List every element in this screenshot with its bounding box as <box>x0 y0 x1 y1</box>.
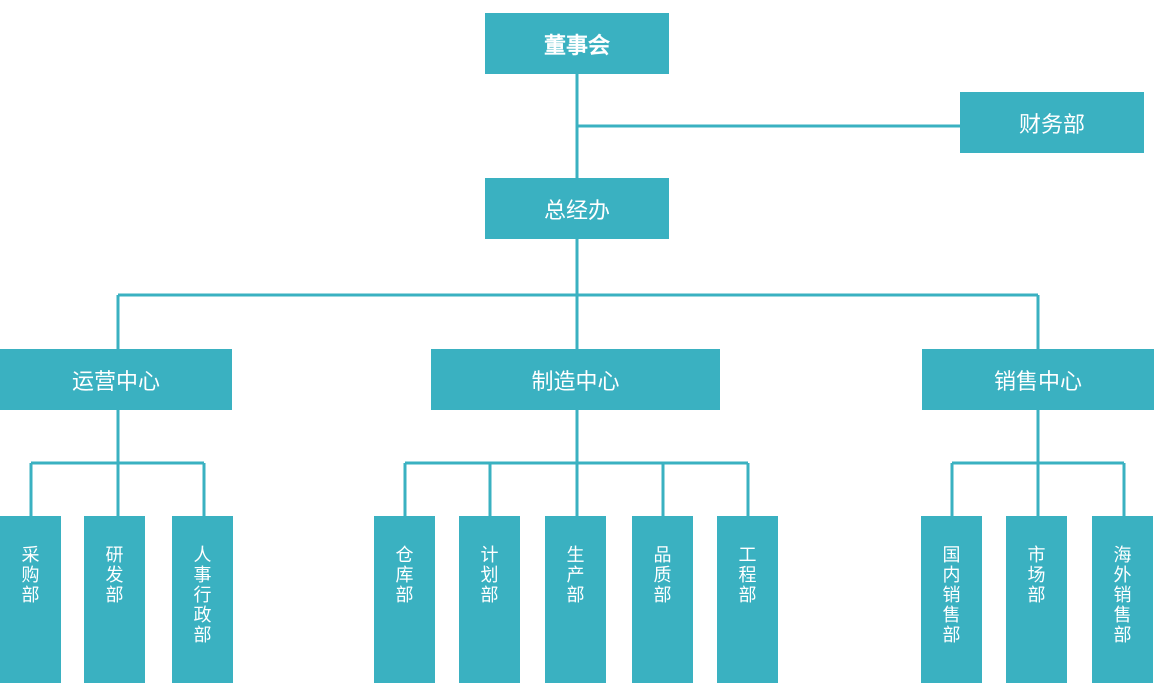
node-finance: 财务部 <box>960 92 1144 153</box>
node-department: 品质部 <box>632 516 693 683</box>
node-department: 海外销售部 <box>1092 516 1153 683</box>
node-department: 市场部 <box>1006 516 1067 683</box>
node-department: 国内销售部 <box>921 516 982 683</box>
node-general-office: 总经办 <box>485 178 669 239</box>
node-department: 研发部 <box>84 516 145 683</box>
department-label: 工程部 <box>738 545 757 606</box>
department-label: 计划部 <box>480 545 499 606</box>
node-department: 工程部 <box>717 516 778 683</box>
department-label: 海外销售部 <box>1113 545 1132 646</box>
node-department: 计划部 <box>459 516 520 683</box>
node-department: 采购部 <box>0 516 61 683</box>
node-label: 运营中心 <box>71 369 160 395</box>
node-department: 生产部 <box>545 516 606 683</box>
department-label: 采购部 <box>21 545 40 606</box>
node-label: 销售中心 <box>993 369 1082 395</box>
department-label: 品质部 <box>653 545 672 606</box>
node-label: 总经办 <box>543 198 610 224</box>
department-label: 研发部 <box>105 545 124 606</box>
node-label: 董事会 <box>543 33 610 59</box>
node-center-operations: 运营中心 <box>0 349 232 410</box>
node-department: 人事行政部 <box>172 516 233 683</box>
department-label: 生产部 <box>566 545 585 606</box>
node-center-manufacturing: 制造中心 <box>431 349 720 410</box>
node-label: 制造中心 <box>531 369 620 395</box>
department-label: 仓库部 <box>395 545 414 606</box>
department-label: 国内销售部 <box>942 545 961 646</box>
department-label: 市场部 <box>1027 545 1046 606</box>
department-label: 人事行政部 <box>193 545 212 646</box>
node-department: 仓库部 <box>374 516 435 683</box>
node-center-sales: 销售中心 <box>922 349 1154 410</box>
node-label: 财务部 <box>1018 112 1085 138</box>
node-board: 董事会 <box>485 13 669 74</box>
